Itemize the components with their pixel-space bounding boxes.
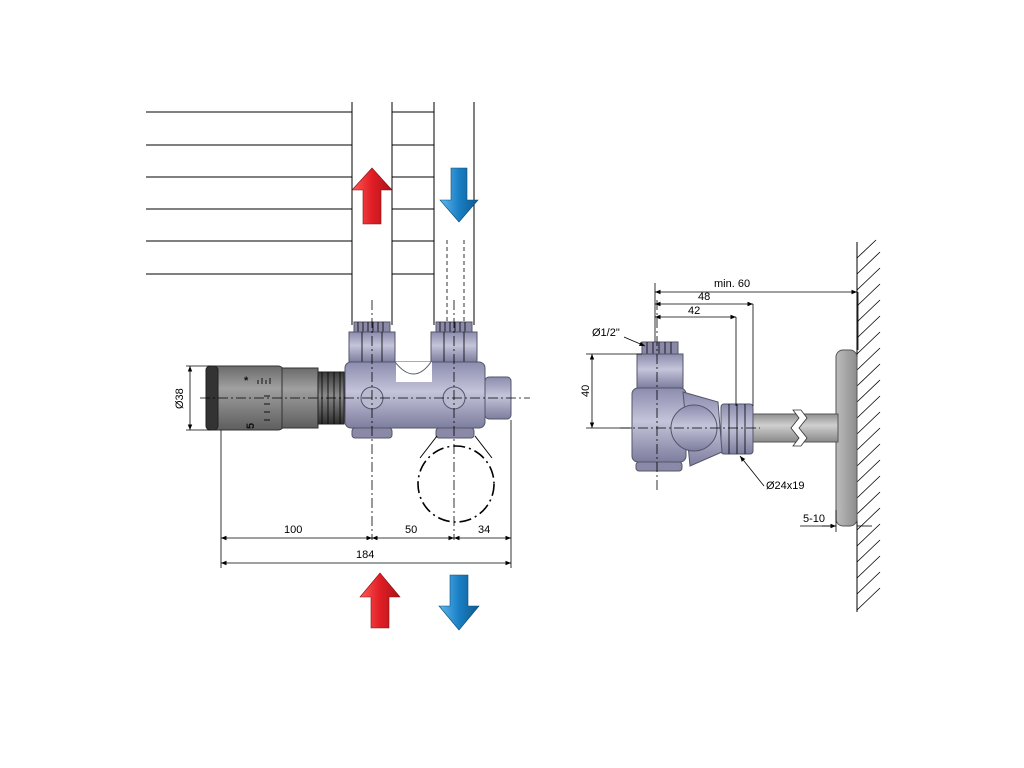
center-lines-front [200, 300, 530, 540]
dim-length-42: 42 [688, 305, 700, 317]
dim-length-50: 50 [405, 524, 417, 536]
pipe-section-circle [417, 435, 495, 523]
dim-diameter-38: Ø38 [174, 388, 186, 409]
dim-min-60: min. 60 [714, 278, 750, 290]
center-lines-side [620, 300, 760, 492]
dim-thread-half-inch: Ø1/2" [592, 327, 620, 339]
valve-body-front [344, 321, 512, 439]
valve-side-view [631, 239, 881, 612]
hot-flow-arrow-lower [359, 572, 401, 629]
thermostat-symbol: * [244, 375, 249, 387]
dim-pipe-24x19: Ø24x19 [766, 480, 805, 492]
dimension-lines-front [186, 365, 512, 568]
dim-gap-5-10: 5-10 [803, 513, 825, 525]
dim-height-40: 40 [580, 385, 592, 397]
cold-flow-arrow-upper [439, 167, 479, 223]
radiator-collectors [351, 102, 475, 325]
dim-length-34: 34 [478, 524, 490, 536]
hot-flow-arrow-upper [351, 167, 393, 225]
cold-flow-arrow-lower [438, 574, 480, 631]
wall-hatching [856, 239, 881, 611]
dim-length-184: 184 [356, 549, 374, 561]
dimension-lines-side [586, 283, 872, 532]
thermostat-scale-number: 5 [245, 423, 257, 429]
dim-length-100: 100 [284, 524, 302, 536]
radiator-rungs [146, 111, 434, 275]
dim-length-48: 48 [698, 291, 710, 303]
radiator-front-view [146, 102, 475, 325]
